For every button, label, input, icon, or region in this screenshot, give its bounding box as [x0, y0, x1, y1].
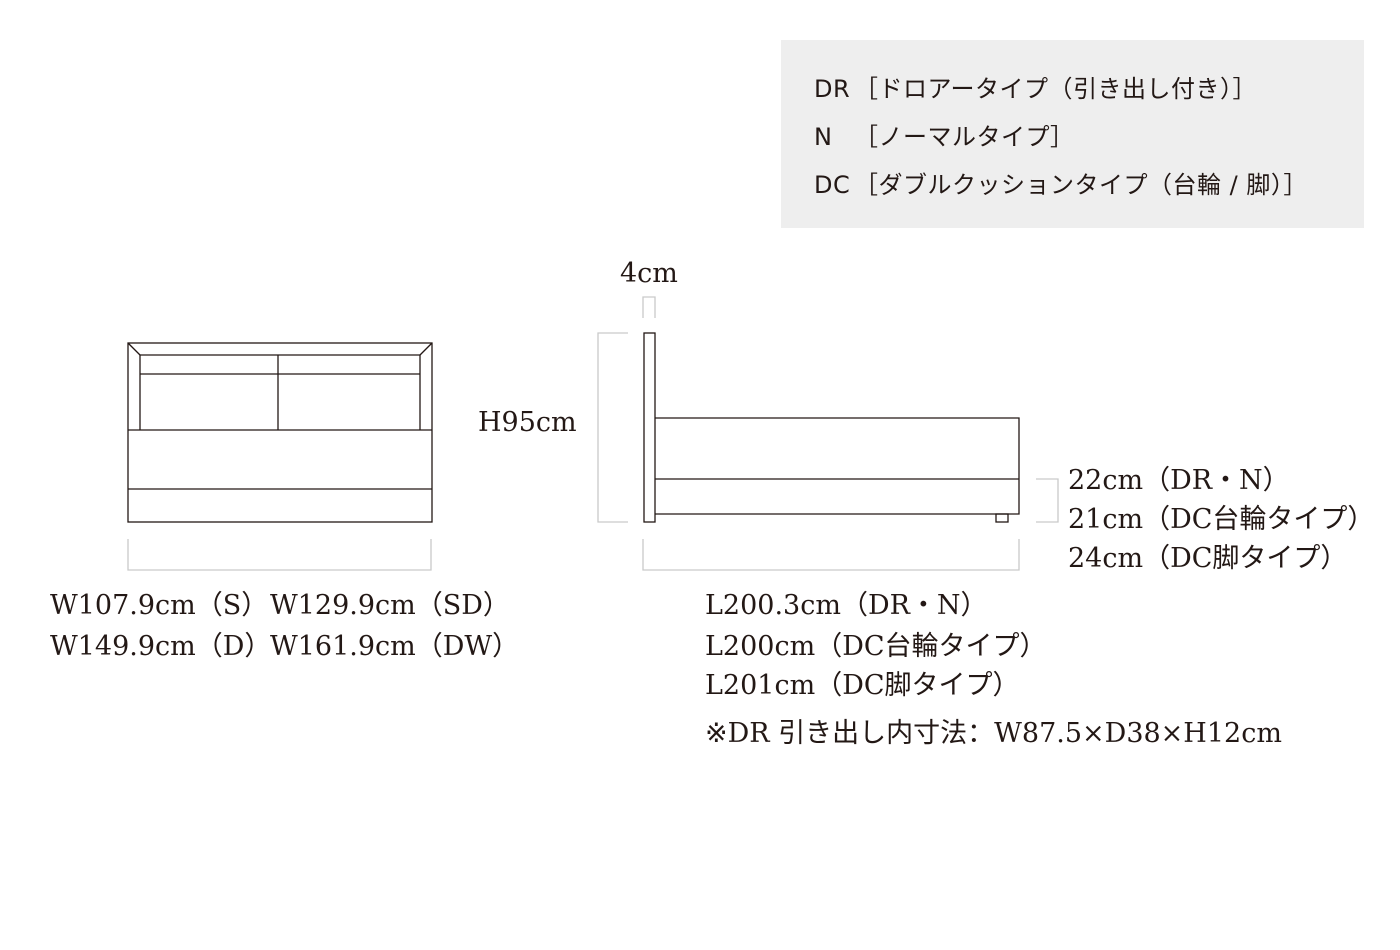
- width-label-d: W149.9cm（D）: [50, 631, 272, 662]
- length-dim: [642, 539, 1020, 571]
- headboard-thickness-dim: [642, 296, 656, 318]
- side-view-bed: [643, 332, 1020, 523]
- height-label: H95cm: [478, 407, 577, 438]
- legend-item-dr: DR［ドロアータイプ（引き出し付き）］: [814, 72, 1364, 120]
- mattress-height-dim: [1036, 478, 1059, 523]
- legend-label: ［ドロアータイプ（引き出し付き）］: [854, 75, 1258, 103]
- mattress-height-label: 24cm（DC脚タイプ）: [1068, 543, 1348, 574]
- caster: [995, 513, 1009, 523]
- frame-corner-line: [127, 342, 141, 356]
- length-label: L200.3cm（DR・N）: [705, 590, 988, 621]
- height-dim: [597, 332, 628, 523]
- mattress-side: [655, 417, 1020, 515]
- mattress-height-label: 21cm（DC台輪タイプ）: [1068, 504, 1375, 535]
- mattress-height-label: 22cm（DR・N）: [1068, 465, 1290, 496]
- side-dimensions: [597, 296, 1059, 571]
- front-view-bed: [127, 342, 433, 523]
- legend-item-dc: DC［ダブルクッションタイプ（台輪 / 脚）］: [814, 168, 1364, 216]
- type-legend: DR［ドロアータイプ（引き出し付き）］ N ［ノーマルタイプ］ DC［ダブルクッシ…: [781, 40, 1364, 228]
- front-width-dimension: [127, 539, 432, 571]
- drawer-inner-dimension-note: ※DR 引き出し内寸法：W87.5×D38×H12cm: [705, 718, 1282, 749]
- length-label: L201cm（DC脚タイプ）: [705, 670, 1020, 701]
- headboard-thickness-label: 4cm: [620, 258, 678, 289]
- length-label: L200cm（DC台輪タイプ）: [705, 631, 1047, 662]
- front-outline: [127, 342, 433, 523]
- legend-code: DR: [814, 75, 851, 103]
- headboard: [643, 332, 656, 523]
- legend-label: ［ダブルクッションタイプ（台輪 / 脚）］: [854, 171, 1308, 199]
- width-label-sd: W129.9cm（SD）: [270, 590, 510, 621]
- legend-item-n: N ［ノーマルタイプ］: [814, 120, 1364, 168]
- width-label-dw: W161.9cm（DW）: [270, 631, 520, 662]
- frame-corner-line: [419, 342, 433, 356]
- legend-label: ［ノーマルタイプ］: [854, 123, 1075, 151]
- width-label-s: W107.9cm（S）: [50, 590, 269, 621]
- legend-code: DC: [814, 171, 851, 199]
- legend-code: N: [814, 123, 833, 151]
